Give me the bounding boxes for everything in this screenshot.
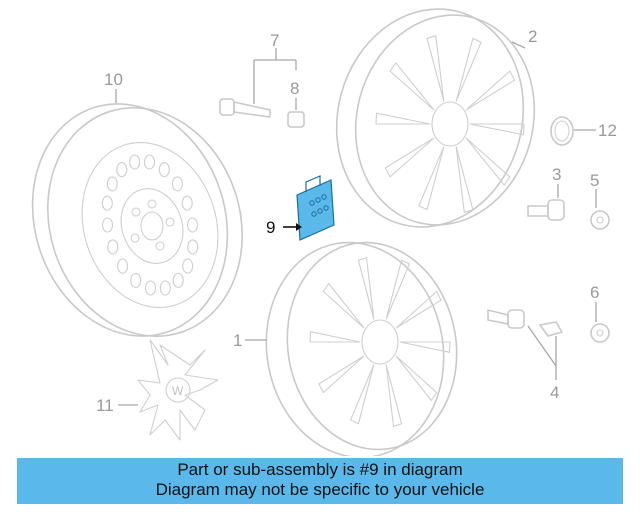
callout-12: 12 (598, 121, 617, 140)
lock-bolt-part-3[interactable] (527, 199, 565, 221)
emblem-part-12[interactable] (550, 116, 574, 146)
callout-5: 5 (590, 171, 599, 190)
lock-bolt-set-part-4[interactable] (487, 309, 563, 337)
callout-11: 11 (96, 396, 114, 415)
callout-7: 7 (270, 31, 279, 50)
callout-9: 9 (266, 218, 275, 237)
callout-6: 6 (590, 283, 599, 302)
caption-banner: Part or sub-assembly is #9 in diagram Di… (17, 458, 623, 504)
leader-lines (115, 41, 597, 406)
callout-8: 8 (290, 79, 299, 98)
steel-wheel-part-10[interactable] (3, 78, 271, 361)
bolt-cap-part-8[interactable] (287, 111, 305, 128)
svg-text:W: W (172, 384, 184, 398)
callout-labels: 10 2 7 8 12 3 5 9 6 1 4 11 (96, 27, 617, 415)
bracket-part-9-highlighted[interactable] (296, 175, 335, 241)
lock-cap-part-5[interactable] (590, 210, 610, 230)
callout-10: 10 (104, 70, 123, 89)
hub-cap-part-11[interactable]: W (137, 339, 219, 441)
lock-cap-part-6[interactable] (590, 323, 610, 343)
alloy-wheel-part-1[interactable] (250, 228, 473, 456)
alloy-wheel-part-2[interactable] (313, 0, 558, 248)
callout-2: 2 (528, 27, 537, 46)
wheel-parts-diagram: W (3, 0, 617, 456)
caption-line-2: Diagram may not be specific to your vehi… (155, 480, 485, 499)
callout-1: 1 (233, 331, 242, 350)
wheel-bolt-part-7[interactable] (219, 98, 271, 118)
caption-line-1: Part or sub-assembly is #9 in diagram (177, 460, 463, 479)
callout-4: 4 (550, 383, 559, 402)
callout-3: 3 (552, 165, 561, 184)
